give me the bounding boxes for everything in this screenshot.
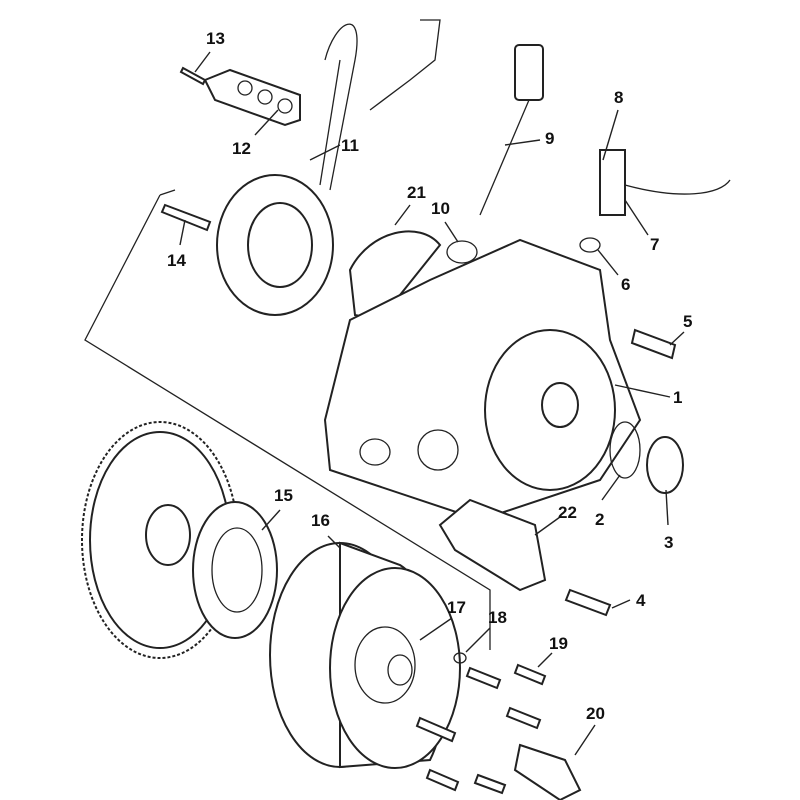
cap bbox=[646, 436, 684, 494]
bolt bbox=[564, 588, 612, 617]
o-ring bbox=[446, 240, 478, 264]
callout-10: 10 bbox=[431, 199, 450, 218]
callout-14: 14 bbox=[167, 251, 186, 270]
callout-7: 7 bbox=[650, 235, 659, 254]
one-way-clutch bbox=[192, 501, 278, 639]
cover-plate bbox=[348, 230, 442, 322]
bolt bbox=[160, 203, 212, 232]
assembly-boundary bbox=[84, 194, 491, 650]
gasket-ring bbox=[609, 421, 641, 479]
flywheel-bolt bbox=[513, 743, 582, 800]
callout-4: 4 bbox=[636, 591, 646, 610]
boundary-line bbox=[159, 189, 176, 196]
callout-6: 6 bbox=[621, 275, 630, 294]
callout-18: 18 bbox=[488, 608, 507, 627]
bolt bbox=[630, 328, 677, 360]
callout-3: 3 bbox=[664, 533, 673, 552]
sensor bbox=[479, 44, 544, 216]
callout-21: 21 bbox=[407, 183, 426, 202]
callout-12: 12 bbox=[232, 139, 251, 158]
callout-8: 8 bbox=[614, 88, 623, 107]
flywheel bbox=[269, 541, 461, 769]
callout-9: 9 bbox=[545, 129, 554, 148]
callout-2: 2 bbox=[595, 510, 604, 529]
bracket bbox=[203, 68, 301, 127]
callout-15: 15 bbox=[274, 486, 293, 505]
stator bbox=[216, 19, 441, 316]
callout-16: 16 bbox=[311, 511, 330, 530]
callout-19: 19 bbox=[549, 634, 568, 653]
callout-22: 22 bbox=[558, 503, 577, 522]
callout-20: 20 bbox=[586, 704, 605, 723]
screw bbox=[179, 66, 207, 86]
bolt-set bbox=[415, 652, 547, 795]
leader-lines bbox=[179, 51, 685, 756]
callout-13: 13 bbox=[206, 29, 225, 48]
callout-17: 17 bbox=[447, 598, 466, 617]
bracket bbox=[438, 498, 547, 592]
sensor-switch bbox=[599, 149, 626, 216]
callout-1: 1 bbox=[673, 388, 682, 407]
crankcase-cover bbox=[323, 238, 642, 522]
callout-5: 5 bbox=[683, 312, 692, 331]
callout-11: 11 bbox=[341, 136, 359, 155]
